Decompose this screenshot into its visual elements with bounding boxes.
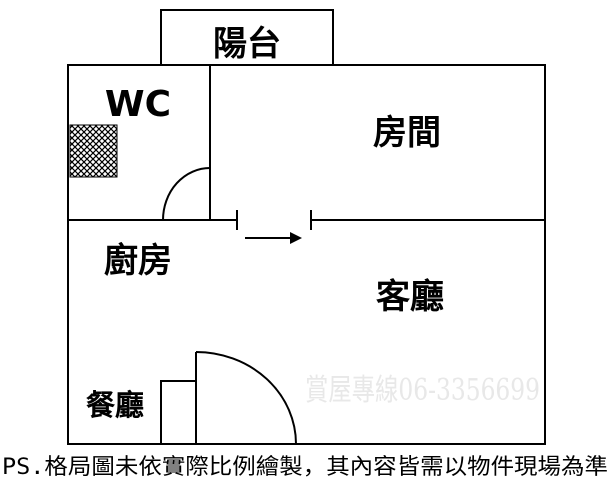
label-balcony: 陽台 <box>213 24 281 64</box>
dining-door-arc <box>195 351 297 445</box>
label-living-room: 客廳 <box>376 277 444 317</box>
outer-wall <box>67 64 546 445</box>
disclaimer-note: PS.格局圖未依實際比例繪製，其內容皆需以物件現場為準 <box>2 455 608 479</box>
arrow-head-icon <box>290 232 302 244</box>
label-bedroom: 房間 <box>373 113 441 153</box>
watermark: 賞屋專線06-3356699 <box>305 373 540 408</box>
wc-door-arc <box>162 167 211 221</box>
dining-cabinet <box>160 380 196 444</box>
hatched-fixture <box>69 124 118 178</box>
label-wc: WC <box>105 84 171 125</box>
label-dining: 餐廳 <box>86 388 144 422</box>
label-kitchen: 廚房 <box>104 241 172 281</box>
